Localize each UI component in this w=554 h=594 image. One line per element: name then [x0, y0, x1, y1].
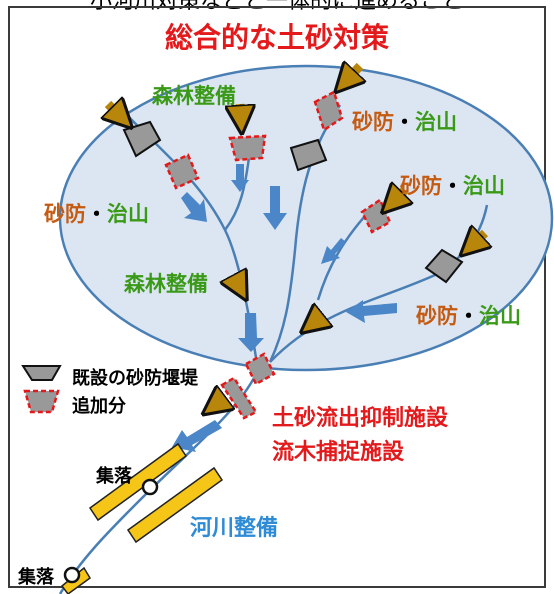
legend-added-dam-icon [23, 389, 60, 414]
watershed-ellipse [58, 64, 554, 372]
gold-arrow-icon [233, 275, 240, 288]
village-icon [141, 478, 159, 496]
separator: ・ [86, 202, 107, 226]
blue-arrows [172, 164, 397, 452]
gold-arrow-icon [471, 233, 485, 246]
gold-arrow-icon [240, 103, 241, 120]
separator: ・ [442, 174, 463, 198]
sabo-text: 砂防 [352, 110, 394, 134]
forest-label-2: 森林整備 [124, 272, 208, 296]
separator: ・ [394, 110, 415, 134]
added-dam-icon [164, 153, 200, 190]
added-dam-icon [228, 134, 267, 162]
diagram-frame [8, 6, 546, 588]
gold-arrow-icon [108, 104, 122, 118]
river-improvement-label: 河川整備 [190, 516, 279, 541]
stream-2 [223, 149, 252, 231]
villages [63, 478, 159, 584]
blue-arrow-icon [321, 238, 346, 264]
sabo-chisan-label-3: 砂防・治山 [400, 170, 505, 200]
blue-arrow-icon [181, 192, 207, 222]
existing-dam-icon [289, 138, 328, 172]
sabo-chisan-label-1: 砂防・治山 [352, 106, 457, 136]
levee-icon [88, 442, 188, 522]
legend-added-label: 追加分 [72, 396, 126, 417]
gold-arrows [108, 66, 485, 406]
chisan-text: 治山 [479, 304, 521, 328]
blue-arrow-icon [172, 420, 222, 452]
chisan-text: 治山 [463, 174, 505, 198]
sabo-chisan-label-2: 砂防・治山 [44, 198, 149, 228]
driftwood-capture-facility-label: 流木捕捉施設 [272, 440, 405, 465]
sabo-chisan-label-4: 砂防・治山 [416, 300, 521, 330]
chisan-text: 治山 [107, 202, 149, 226]
blue-arrow-icon [263, 186, 287, 230]
blue-arrow-icon [231, 164, 249, 192]
separator: ・ [458, 304, 479, 328]
legend-existing-label: 既設の砂防堰堤 [72, 368, 198, 389]
sabo-text: 砂防 [400, 174, 442, 198]
village-label-1: 集落 [96, 466, 132, 487]
sediment-control-facility-label: 土砂流出抑制施設 [272, 406, 449, 431]
gold-arrow-icon [345, 66, 360, 82]
added-dam-icon [313, 90, 344, 132]
chisan-text: 治山 [415, 110, 457, 134]
legend-existing-dam-icon [21, 365, 62, 381]
gold-arrow-icon [392, 190, 405, 203]
blue-arrow-icon [346, 300, 397, 323]
blue-arrow-icon [238, 313, 264, 352]
added-dam-icon [244, 352, 276, 386]
diagram-title: 総合的な土砂対策 [164, 21, 389, 54]
header-caption: 小河川対策などと一体的に進めること [0, 0, 554, 11]
forest-label-1: 森林整備 [152, 84, 236, 108]
gold-arrow-icon [214, 400, 222, 406]
village-label-2: 集落 [18, 567, 54, 588]
gold-arrow-icon [312, 316, 322, 324]
levee-icon [126, 466, 224, 544]
sabo-text: 砂防 [44, 202, 86, 226]
sabo-text: 砂防 [416, 304, 458, 328]
existing-dam-icon [424, 248, 464, 284]
village-icon [63, 566, 81, 584]
